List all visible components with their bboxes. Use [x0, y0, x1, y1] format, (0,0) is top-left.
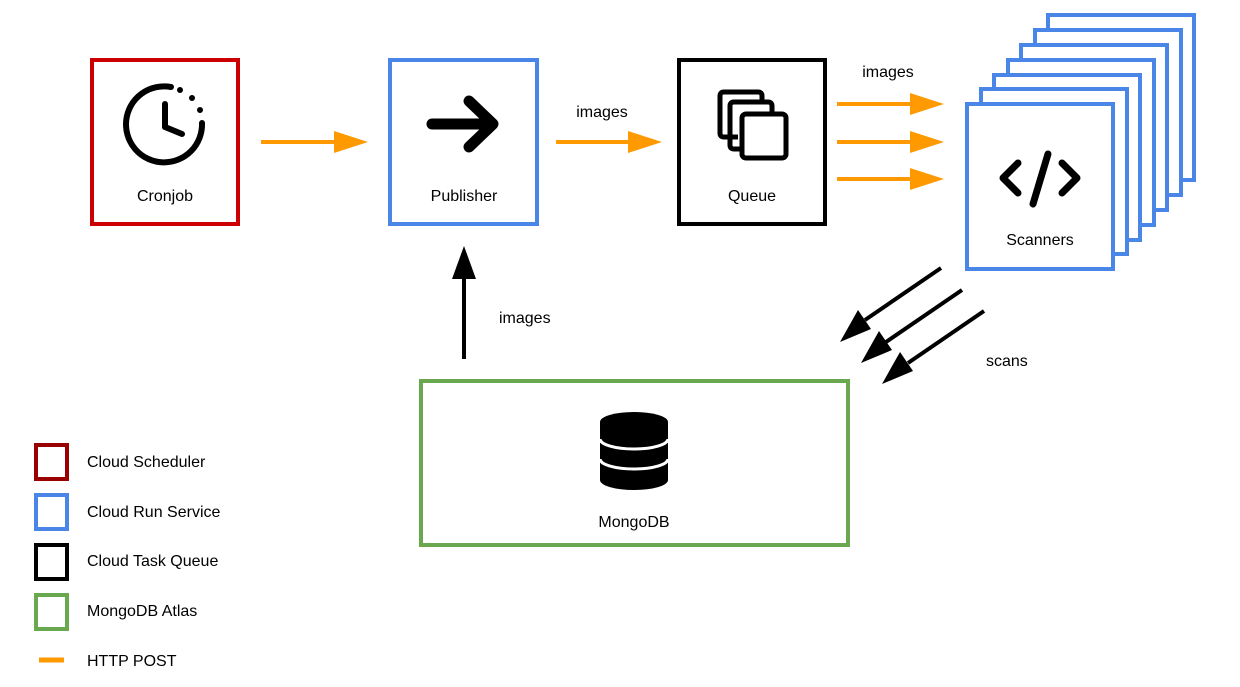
legend-label-http-post: HTTP POST — [87, 653, 177, 670]
legend-label-cloud-scheduler: Cloud Scheduler — [87, 454, 206, 471]
scanners-node — [965, 13, 1196, 271]
arrow-cronjob-to-publisher — [261, 131, 368, 153]
copy-icon — [717, 89, 789, 161]
arrow-queue-to-scanners-3 — [837, 168, 944, 190]
legend-label-cloud-task-queue: Cloud Task Queue — [87, 553, 219, 570]
arrow-mongodb-to-publisher — [452, 246, 476, 359]
cronjob-node — [90, 58, 240, 226]
database-icon — [598, 412, 670, 490]
http-post-arrows — [261, 93, 944, 190]
arrow-right-icon — [426, 95, 499, 153]
arrows-scanners-to-mongodb — [840, 266, 986, 384]
legend-swatch-cloud-task-queue — [34, 543, 69, 581]
legend-label-cloud-run-service: Cloud Run Service — [87, 504, 221, 521]
clock-icon — [123, 83, 206, 166]
arrow-queue-to-scanners-1 — [837, 93, 944, 115]
code-icon — [999, 150, 1081, 208]
queue-node — [677, 58, 827, 226]
arrow-scans-1 — [840, 266, 943, 342]
mongodb-node — [419, 379, 850, 547]
publisher-label: Publisher — [430, 188, 498, 205]
arrow-scans-3 — [882, 309, 986, 384]
queue-label: Queue — [727, 188, 777, 205]
legend-swatch-cloud-scheduler — [34, 443, 69, 481]
edge-label-mongodb-to-publisher: images — [499, 310, 551, 327]
edge-label-publisher-to-queue: images — [576, 104, 628, 121]
edge-label-queue-to-scanners: images — [862, 64, 914, 81]
arrow-publisher-to-queue — [556, 131, 662, 153]
scanners-label: Scanners — [1006, 232, 1074, 249]
legend — [34, 443, 69, 663]
legend-swatch-cloud-run-service — [34, 493, 69, 531]
legend-label-mongodb-atlas: MongoDB Atlas — [87, 603, 198, 620]
publisher-node — [388, 58, 539, 226]
arrow-queue-to-scanners-2 — [837, 131, 944, 153]
edge-label-scanners-to-mongodb: scans — [986, 353, 1028, 370]
cronjob-label: Cronjob — [136, 188, 194, 205]
mongodb-label: MongoDB — [598, 514, 670, 531]
legend-swatch-mongodb-atlas — [34, 593, 69, 631]
arrow-scans-2 — [861, 288, 964, 363]
